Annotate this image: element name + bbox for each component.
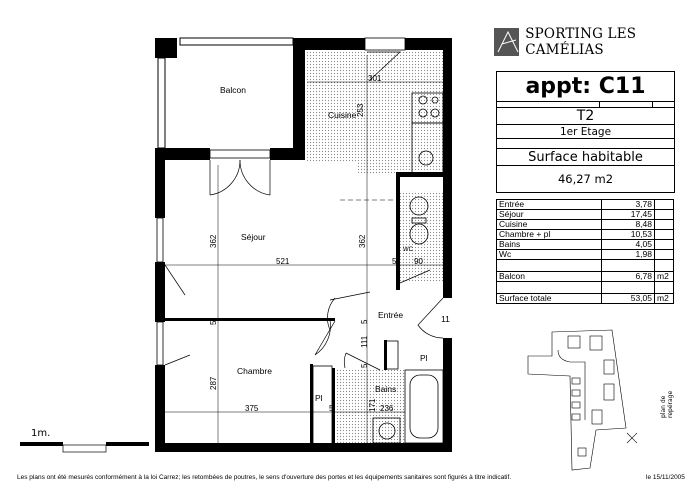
table-cell: 1,98 [601, 249, 655, 260]
apartment-id: appt: C11 [497, 72, 675, 102]
room-label-cuisine: Cuisine [328, 110, 357, 120]
table-cell: 10,53 [601, 229, 655, 240]
surface-label: Surface habitable [497, 149, 675, 166]
table-cell [654, 229, 674, 240]
doors [164, 51, 444, 371]
table-cell [654, 219, 674, 230]
footer-note: Les plans ont été mesurés conformément à… [17, 474, 512, 481]
dimension: 5 [392, 257, 397, 266]
site-plan-map [527, 329, 638, 471]
apartment-floor: 1er Etage [497, 125, 675, 139]
table-cell [496, 259, 602, 272]
scale-bar [20, 442, 149, 453]
windows [156, 37, 406, 366]
table-cell: 4,05 [601, 239, 655, 250]
walls [155, 38, 452, 452]
table-cell: Cuisine [496, 219, 602, 230]
table-cell: Balcon [496, 271, 602, 282]
room-label-palier: 11 [441, 314, 450, 324]
dimension: 236 [380, 404, 394, 413]
apartment-type: T2 [497, 108, 675, 125]
footer-date: le 15/11/2005 [646, 474, 685, 481]
brand-header: SPORTING LES CAMÉLIAS [494, 26, 700, 58]
table-cell [654, 281, 674, 294]
table-cell: Wc [496, 249, 602, 260]
table-cell [496, 281, 602, 294]
table-cell: 6,78 [601, 271, 655, 282]
table-cell [654, 239, 674, 250]
brand-logo [494, 28, 520, 56]
tiled-floor [307, 52, 443, 443]
table-cell: Séjour [496, 209, 602, 220]
dimension: 287 [209, 376, 218, 390]
dimension: 5 [360, 319, 369, 324]
table-cell: 3,78 [601, 199, 655, 210]
table-cell [654, 259, 674, 272]
table-cell [601, 281, 655, 294]
table-cell: Chambre + pl [496, 229, 602, 240]
table-cell [654, 209, 674, 220]
table-cell [654, 249, 674, 260]
dimension: 90 [414, 257, 423, 266]
dimension: 362 [358, 234, 367, 248]
surface-value: 46,27 m2 [497, 166, 675, 193]
table-cell: 53,05 [601, 293, 655, 304]
dimension: 111 [360, 335, 369, 348]
dimension: 253 [356, 103, 365, 117]
table-cell: Bains [496, 239, 602, 250]
table-cell: m2 [654, 293, 674, 304]
apartment-sheet: appt: C11 T2 1er Etage Surface habitable… [496, 71, 675, 193]
site-plan-caption: plan de repérage [660, 390, 674, 418]
table-cell [601, 259, 655, 272]
dimension: 521 [276, 257, 290, 266]
dimension: 171 [368, 398, 377, 412]
dimension: 362 [209, 234, 218, 248]
dimension: 5 [360, 363, 369, 368]
wall [155, 38, 177, 58]
dimension: 375 [245, 404, 259, 413]
fixtures [312, 92, 444, 445]
room-label-sejour: Séjour [241, 232, 266, 242]
table-cell: m2 [654, 271, 674, 282]
room-label-balcon: Balcon [220, 85, 246, 95]
scale-label: 1m. [31, 428, 51, 439]
table-cell: 8,48 [601, 219, 655, 230]
table-cell: 17,45 [601, 209, 655, 220]
table-cell: Entrée [496, 199, 602, 210]
room-label-chambre: Chambre [237, 366, 272, 376]
dimension: 5 [329, 404, 334, 413]
table-cell [654, 199, 674, 210]
dimension-lines [165, 55, 443, 443]
room-label-placard: Pl [420, 353, 428, 363]
room-label-placard: Pl [315, 393, 323, 403]
brand-name: SPORTING LES CAMÉLIAS [525, 26, 637, 58]
dimension: 301 [368, 74, 382, 83]
room-label-wc: WC [403, 247, 413, 253]
room-label-entree: Entrée [378, 310, 404, 320]
table-cell: Surface totale [496, 293, 602, 304]
room-label-bains: Bains [375, 384, 397, 394]
dimension: 5 [209, 320, 218, 325]
